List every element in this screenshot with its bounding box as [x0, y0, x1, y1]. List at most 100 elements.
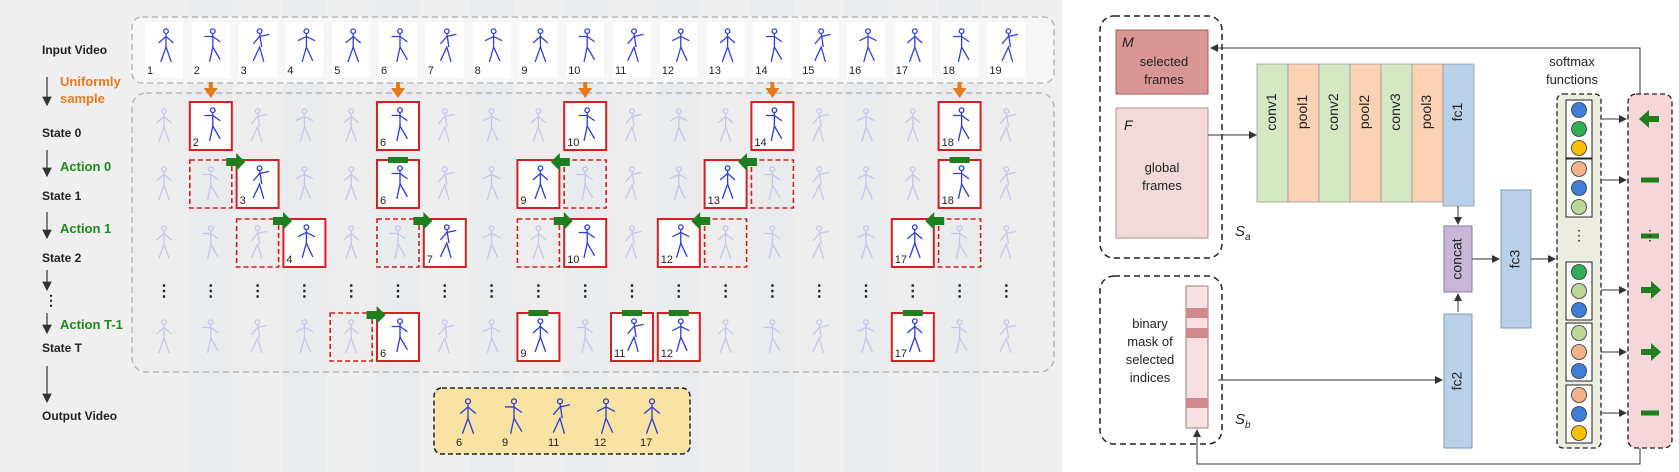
skeleton-figure	[643, 398, 661, 434]
skeleton-figure	[156, 108, 172, 143]
mask-text-4: indices	[1130, 370, 1171, 385]
layer-conv1	[1256, 63, 1289, 203]
action-stay-dash	[1641, 233, 1659, 239]
skeleton-figure	[672, 224, 690, 259]
skeleton-figure	[717, 108, 734, 143]
softmax-prob-circle	[1571, 283, 1587, 299]
action-left-arrow	[1639, 110, 1659, 128]
selected-frame-number: 6	[380, 137, 386, 149]
skeleton-figure	[576, 166, 594, 201]
skeleton-figure	[437, 319, 455, 354]
concat-label: concat	[1449, 238, 1465, 279]
layer-label-conv3: conv3	[1387, 93, 1403, 131]
layer-label-pool1: pool1	[1294, 95, 1310, 129]
row-ellipsis: ⋮	[905, 283, 921, 300]
input-frame-number: 18	[943, 65, 955, 77]
shift-right-arrow	[366, 306, 386, 324]
skeleton-figure	[576, 319, 594, 354]
input-frame-number: 19	[989, 65, 1001, 77]
skeleton-figure	[482, 108, 501, 143]
input-frame-number: 15	[802, 65, 814, 77]
input-frame-number: 5	[334, 65, 340, 77]
skeleton-figure	[717, 319, 734, 354]
skeleton-figure	[250, 108, 268, 143]
layer-label-conv2: conv2	[1325, 93, 1341, 131]
softmax-to-action-arrows	[1601, 115, 1627, 417]
skeleton-figure	[439, 28, 457, 63]
selected-frame-number: 9	[520, 348, 526, 360]
row-ellipsis: ⋮	[296, 283, 312, 300]
output-frame-number: 12	[594, 437, 606, 449]
row-ellipsis: ⋮	[624, 283, 640, 300]
skeleton-figure	[295, 319, 314, 354]
sb-label: S	[1235, 411, 1245, 428]
skeleton-figure	[202, 225, 219, 260]
selected-frame-number: 12	[661, 254, 673, 266]
skeleton-figure	[765, 28, 783, 63]
input-frame-number: 17	[896, 65, 908, 77]
skeleton-figure	[158, 28, 174, 63]
skeleton-figure	[345, 28, 362, 63]
action-stay-dash	[1641, 410, 1659, 416]
input-frame-number: 2	[194, 65, 200, 77]
skeleton-figure	[391, 107, 408, 142]
sa-label: S	[1235, 223, 1245, 240]
input-frame-number: 4	[287, 65, 293, 77]
input-frame-number: 13	[709, 65, 721, 77]
stay-marker	[949, 157, 970, 163]
skeleton-figure	[505, 398, 523, 434]
orange-arrow-head	[765, 88, 780, 98]
row-ellipsis: ⋮	[764, 283, 780, 300]
skeleton-figure	[295, 108, 314, 143]
label-sample: sample	[60, 91, 105, 106]
shift-right-arrow	[413, 212, 433, 230]
skeleton-figure	[999, 319, 1017, 354]
f-text-1: global	[1145, 160, 1180, 175]
stay-marker	[902, 310, 923, 316]
previous-frame-box	[189, 159, 233, 209]
output-frame-number: 9	[502, 437, 508, 449]
shift-left-arrow	[738, 153, 757, 171]
sb-sub: b	[1245, 420, 1251, 431]
shift-right-arrow	[273, 212, 292, 230]
skeleton-figure	[627, 318, 644, 353]
selected-frame-number: 11	[614, 348, 625, 360]
action-symbols: ⋮	[1639, 110, 1661, 416]
action-panel	[1627, 93, 1673, 449]
softmax-prob-circle	[1571, 121, 1587, 137]
skeleton-figure	[391, 318, 408, 353]
label-output-video: Output Video	[42, 409, 117, 423]
input-frame-number: 3	[241, 65, 247, 77]
orange-arrow-head	[952, 88, 967, 98]
softmax-prob-circle	[1571, 406, 1587, 422]
layer-label-pool3: pool3	[1418, 95, 1434, 129]
skeleton-figure	[672, 28, 690, 63]
skeleton-figure	[625, 166, 642, 201]
mask-stripe-3	[1186, 398, 1208, 408]
row-ellipsis: ⋮	[858, 283, 874, 300]
softmax-prob-circle	[1571, 387, 1587, 403]
selected-frame-number: 10	[567, 254, 579, 266]
skeleton-figure	[999, 108, 1017, 143]
skeleton-figure	[532, 28, 549, 63]
label-state-t: State T	[42, 341, 83, 355]
m-label: M	[1122, 34, 1134, 50]
fc2-block	[1443, 313, 1473, 449]
skeleton-figure	[1001, 28, 1019, 63]
selected-frame-number: 17	[895, 254, 907, 266]
skeleton-figure	[953, 165, 970, 200]
row-ellipsis: ⋮	[718, 283, 734, 300]
orange-arrow-head	[203, 88, 218, 98]
previous-frame-box	[235, 218, 280, 268]
input-frame-number: 12	[662, 65, 674, 77]
skeleton-figure	[482, 166, 501, 201]
binary-mask-bar	[1185, 285, 1209, 429]
skeleton-figure	[812, 225, 829, 260]
skeleton-figure	[857, 166, 875, 201]
skeleton-figure	[250, 319, 268, 354]
selected-frame-number: 7	[427, 254, 433, 266]
skeleton-figure	[719, 28, 736, 63]
skeleton-figure	[343, 319, 360, 354]
